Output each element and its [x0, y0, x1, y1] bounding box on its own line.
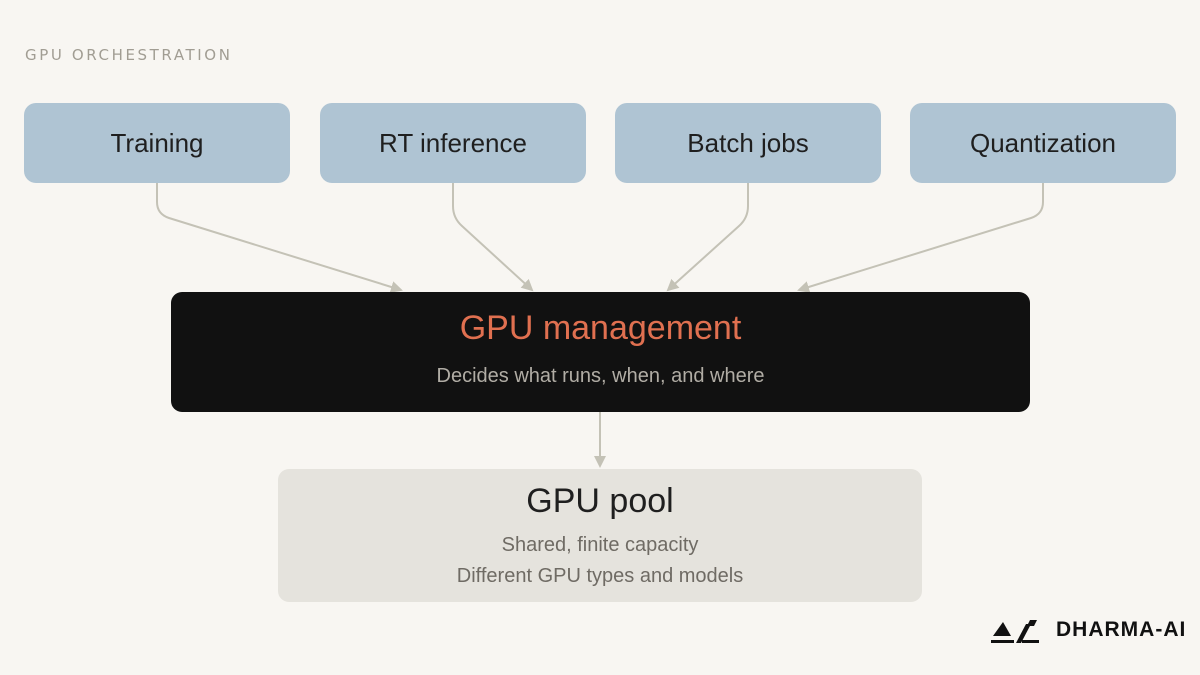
workload-box-quantization: Quantization [910, 103, 1176, 183]
arrow-quantization-to-management [797, 183, 1044, 293]
arrow-training-to-management [156, 183, 403, 293]
brand-lockup: DHARMA-AI [990, 612, 1200, 646]
arrow-rt-inference-to-management [452, 183, 534, 292]
gpu-pool-description-line: Different GPU types and models [456, 565, 744, 587]
workload-label: Training [110, 127, 204, 158]
workload-label: Batch jobs [687, 127, 809, 158]
workload-box-rt-inference: RT inference [320, 103, 586, 183]
gpu-management-box: GPU management Decides what runs, when, … [171, 292, 1030, 412]
arrow-batch-jobs-to-management [666, 183, 749, 292]
workload-label: RT inference [379, 127, 527, 158]
gpu-management-title: GPU management [459, 309, 742, 347]
gpu-management-subtitle: Decides what runs, when, and where [436, 365, 765, 387]
workload-label: Quantization [970, 127, 1116, 158]
dharma-ai-logo-icon [991, 620, 1039, 643]
diagram-eyebrow-title: GPU ORCHESTRATION [25, 46, 233, 64]
workload-box-training: Training [24, 103, 290, 183]
gpu-pool-box: GPU pool Shared, finite capacity Differe… [278, 469, 922, 602]
workload-box-batch-jobs: Batch jobs [615, 103, 881, 183]
gpu-pool-description-line: Shared, finite capacity [501, 534, 699, 556]
gpu-pool-title: GPU pool [526, 482, 674, 520]
brand-name: DHARMA-AI [1056, 618, 1187, 641]
